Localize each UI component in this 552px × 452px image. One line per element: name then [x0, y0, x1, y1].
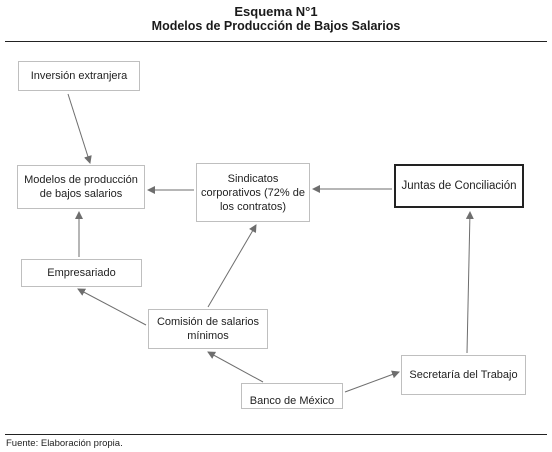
node-modelos-produccion: Modelos de producción de bajos salarios: [17, 165, 145, 209]
node-label: Juntas de Conciliación: [401, 180, 517, 192]
source-note: Fuente: Elaboración propia.: [6, 438, 123, 449]
node-inversion-extranjera: Inversión extranjera: [18, 61, 140, 91]
node-label: Sindicatos corporativos (72% de los cont…: [201, 172, 305, 213]
bottom-rule: [5, 434, 547, 435]
node-label: Empresariado: [47, 267, 116, 279]
top-rule: [5, 41, 547, 42]
arrow-secretaria-to-juntas: [465, 211, 474, 354]
node-label: Banco de México: [249, 395, 335, 407]
node-sindicatos-corporativos: Sindicatos corporativos (72% de los cont…: [196, 163, 310, 222]
node-label: Secretaría del Trabajo: [409, 369, 518, 381]
figure-title: Esquema N°1: [234, 4, 318, 19]
node-banco-de-mexico: Banco de México: [241, 383, 343, 409]
node-secretaria-trabajo: Secretaría del Trabajo: [401, 355, 526, 395]
node-empresariado: Empresariado: [21, 259, 142, 287]
arrow-inversion-to-modelos: [67, 93, 92, 164]
arrow-banco-to-secretaria: [344, 370, 400, 393]
figure-subtitle: Modelos de Producción de Bajos Salarios: [151, 19, 401, 33]
node-label: Comisión de salarios mínimos: [156, 316, 260, 342]
node-comision-salarios-minimos: Comisión de salarios mínimos: [148, 309, 268, 349]
arrow-comision-to-sindicatos: [207, 224, 257, 308]
arrow-banco-to-comision: [207, 351, 264, 383]
node-juntas-conciliacion: Juntas de Conciliación: [394, 164, 524, 208]
node-label: Inversión extranjera: [30, 70, 128, 82]
arrow-comision-to-empresariado: [77, 288, 147, 326]
node-label: Modelos de producción de bajos salarios: [24, 174, 138, 200]
